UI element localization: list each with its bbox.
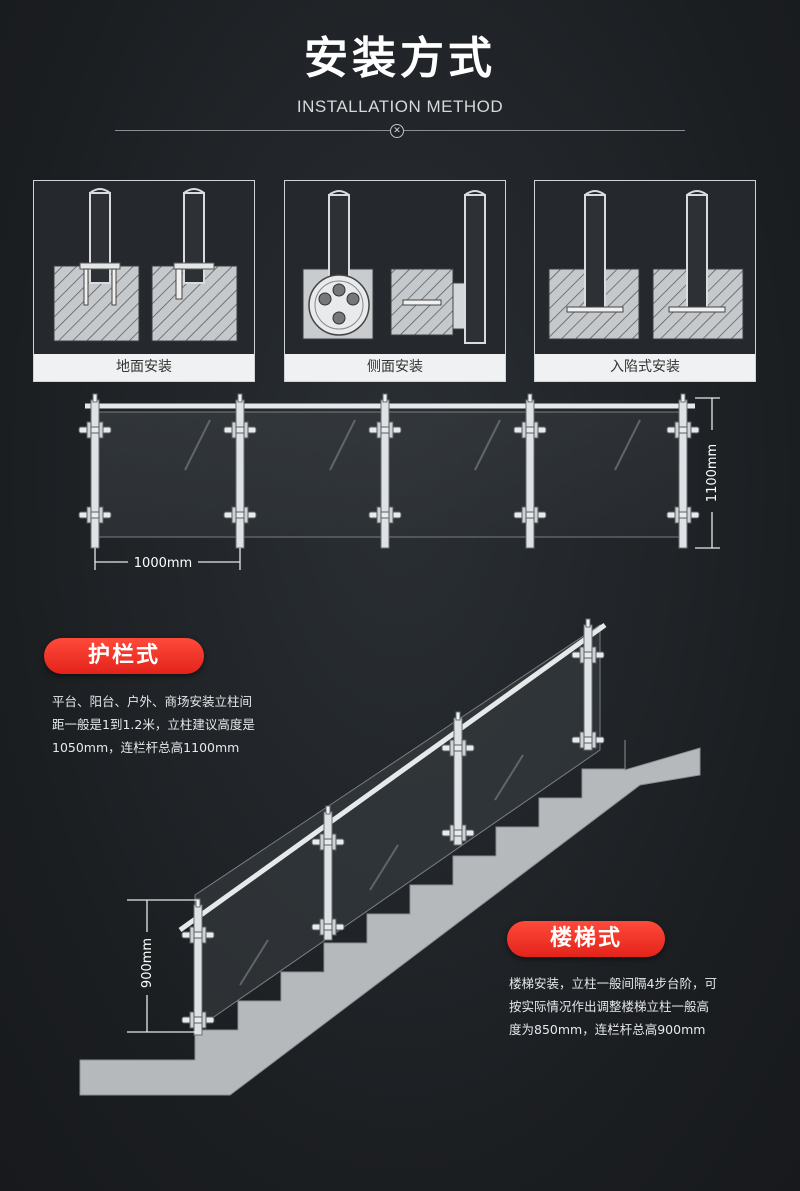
railing-post	[666, 393, 700, 549]
panel-label: 入陷式安装	[535, 354, 755, 381]
panel-label: 侧面安装	[285, 354, 505, 381]
panel-side-mount: 侧面安装	[284, 180, 506, 382]
railing-post	[78, 393, 112, 549]
dimension-1100	[695, 397, 720, 549]
stair-line: 度为850mm，连栏杆总高900mm	[509, 1022, 706, 1037]
stair-handrail	[178, 622, 607, 933]
staircase-body	[79, 740, 701, 1096]
dimension-1100-label: 1100mm	[705, 444, 720, 502]
stair-badge: 楼梯式	[507, 921, 665, 957]
panel-label: 地面安装	[34, 354, 254, 381]
page-subtitle: INSTALLATION METHOD	[296, 97, 504, 116]
panel-floor-mount: 地面安装	[33, 180, 255, 382]
dimension-1000-label: 1000mm	[134, 556, 192, 571]
dimension-900	[127, 899, 197, 1033]
side-mount-diagram	[302, 190, 486, 344]
railing-post	[513, 393, 547, 549]
guardrail-line: 1050mm，连栏杆总高1100mm	[52, 740, 240, 755]
recessed-mount-diagram	[548, 190, 744, 340]
floor-mount-diagram	[53, 188, 238, 342]
page-title: 安装方式	[304, 33, 496, 84]
railing-post	[441, 711, 475, 846]
dimension-900-label: 900mm	[140, 938, 155, 988]
guardrail-line: 平台、阳台、户外、商场安装立柱间	[52, 694, 253, 709]
guardrail-badge: 护栏式	[44, 638, 204, 674]
railing-post	[368, 393, 402, 549]
guardrail-line: 距一般是1到1.2米，立柱建议高度是	[52, 717, 255, 732]
railing-post	[571, 618, 605, 751]
railing-post	[223, 393, 257, 549]
stair-description: 楼梯安装，立柱一般间隔4步台阶，可 按实际情况作出调整楼梯立柱一般高 度为850…	[509, 972, 769, 1041]
guardrail-description: 平台、阳台、户外、商场安装立柱间 距一般是1到1.2米，立柱建议高度是 1050…	[52, 690, 292, 759]
panel-recessed-mount: 入陷式安装	[534, 180, 756, 382]
dimension-1000	[94, 548, 241, 570]
divider-x-icon: ✕	[390, 124, 404, 138]
railing-post	[181, 898, 215, 1036]
stair-line: 按实际情况作出调整楼梯立柱一般高	[509, 999, 710, 1014]
railing-post	[311, 805, 345, 941]
stair-line: 楼梯安装，立柱一般间隔4步台阶，可	[509, 976, 717, 991]
